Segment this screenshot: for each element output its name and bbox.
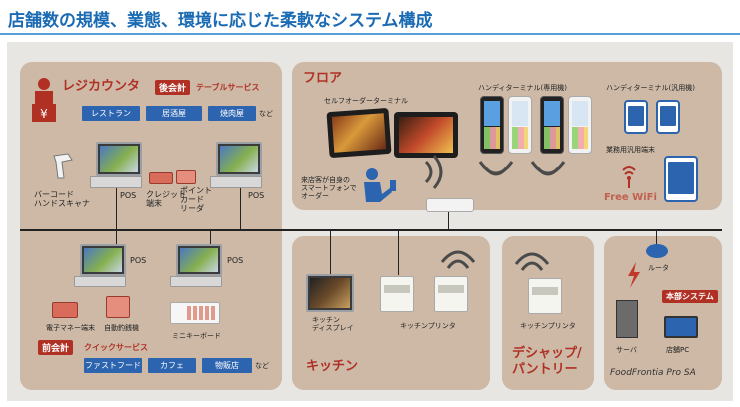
table-service-tag: 後会計 xyxy=(155,80,191,95)
server-label: サーバ xyxy=(616,346,637,354)
handy-dedicated-4 xyxy=(568,96,592,154)
kitchen-printer-2 xyxy=(434,276,468,312)
free-wifi-label: Free WiFi xyxy=(604,192,657,203)
pantry-printer-label: キッチンプリンタ xyxy=(520,322,576,330)
pos-terminal-3-base xyxy=(74,276,126,287)
barcode-scanner-icon xyxy=(50,152,76,182)
emoney-terminal-label: 電子マネー端末 xyxy=(46,324,95,332)
pos-terminal-1 xyxy=(96,142,142,176)
svg-text:¥: ¥ xyxy=(40,107,48,121)
customer-order-label: 来店客が自身の スマートフォンで オーダー xyxy=(301,176,357,201)
kitchen-printer-1 xyxy=(380,276,414,312)
kitchen-display-device xyxy=(306,274,354,312)
handy-general-phone-1 xyxy=(624,100,648,134)
credit-terminal-label: クレジット 端末 xyxy=(146,190,186,209)
table-service-label: テーブルサービス xyxy=(196,83,260,92)
kitchen-printer-label: キッチンプリンタ xyxy=(400,322,456,330)
title-divider xyxy=(0,33,740,35)
quick-type-fastfood: ファストフード xyxy=(84,358,142,373)
pantry-wireless-icon xyxy=(514,246,550,274)
handy-dedicated-2 xyxy=(508,96,532,154)
pos-terminal-2-base xyxy=(210,176,262,188)
business-tablet-device xyxy=(664,156,698,202)
mini-keyboard-label: ミニキーボード xyxy=(172,332,221,340)
quick-types-suffix: など xyxy=(255,362,269,370)
handy-dedicated-label: ハンディターミナル(専用機) xyxy=(478,84,567,92)
page-title: 店舗数の規模、業態、環境に応じた柔軟なシステム構成 xyxy=(8,11,433,31)
pos-1-label: POS xyxy=(120,191,137,200)
pos-terminal-4-base xyxy=(170,276,222,287)
kitchen-label: キッチン xyxy=(306,359,359,374)
table-type-restaurant: レストラン xyxy=(82,106,140,121)
pos-2-drop-line xyxy=(240,188,241,229)
customer-icon xyxy=(360,166,400,206)
hq-system-tag: 本部システム xyxy=(662,290,718,303)
table-type-izakaya: 居酒屋 xyxy=(146,106,202,121)
handy-general-label: ハンディターミナル(汎用機) xyxy=(606,84,695,92)
router-drop-line xyxy=(656,231,657,245)
pos-4-label: POS xyxy=(227,256,244,265)
brand-logo: FoodFrontia Pro SA xyxy=(610,368,696,378)
store-pc-label: 店舗PC xyxy=(666,346,690,354)
pos-3-drop-line xyxy=(116,231,117,245)
store-pc-device xyxy=(664,316,698,338)
floor-label: フロア xyxy=(303,71,343,86)
self-order-terminal-label: セルフオーダーターミナル xyxy=(324,97,408,105)
wireless-signal-icons xyxy=(398,150,598,190)
server-device xyxy=(616,300,638,338)
handy-general-phone-2 xyxy=(656,100,680,134)
table-types-suffix: など xyxy=(259,110,273,118)
kitchen-drop-line-1 xyxy=(330,231,331,275)
pos-terminal-2 xyxy=(216,142,262,176)
point-card-reader-device xyxy=(176,170,196,184)
kitchen-wireless-icon xyxy=(440,244,476,272)
router-label: ルータ xyxy=(648,264,669,272)
self-order-tablet-2 xyxy=(394,112,458,158)
emoney-terminal-device xyxy=(52,302,78,318)
pos-4-drop-line xyxy=(210,231,211,245)
pos-3-label: POS xyxy=(130,256,147,265)
quick-type-cafe: カフェ xyxy=(148,358,196,373)
regi-counter-label: レジカウンタ xyxy=(62,79,141,94)
handy-dedicated-1 xyxy=(480,96,504,154)
quick-service-tag: 前会計 xyxy=(38,340,74,355)
pos-1-drop-line xyxy=(116,188,117,229)
pos-2-label: POS xyxy=(248,191,265,200)
quick-service-label: クイックサービス xyxy=(84,343,148,352)
pos-terminal-1-base xyxy=(90,176,142,188)
table-type-yakiniku: 焼肉屋 xyxy=(208,106,256,121)
pos-terminal-3 xyxy=(80,244,126,276)
ap-drop-line xyxy=(448,212,449,229)
handy-dedicated-3 xyxy=(540,96,564,154)
wireless-access-point xyxy=(426,198,474,212)
wifi-icon xyxy=(620,166,638,188)
credit-terminal-device xyxy=(149,172,173,184)
lightning-icon xyxy=(626,262,642,288)
auto-change-machine-device xyxy=(106,296,130,318)
kitchen-drop-line-2 xyxy=(398,231,399,275)
kitchen-display-label: キッチン ディスプレイ xyxy=(312,316,354,333)
barcode-scanner-label: バーコード ハンドスキャナ xyxy=(34,190,90,209)
pantry-label: デシャップ/ パントリー xyxy=(512,346,582,377)
auto-change-machine-label: 自動釣銭機 xyxy=(104,324,139,332)
network-backbone-line xyxy=(20,229,722,231)
quick-type-retail: 物販店 xyxy=(202,358,252,373)
cashier-icon: ¥ xyxy=(32,76,56,122)
self-order-tablet-1 xyxy=(326,107,392,159)
point-card-reader-label: ポイント カード リーダ xyxy=(180,186,212,214)
pos-terminal-4 xyxy=(176,244,222,276)
pantry-printer xyxy=(528,278,562,314)
mini-keyboard-device xyxy=(170,302,220,324)
router-icon xyxy=(646,244,668,258)
business-tablet-label: 業務用汎用端末 xyxy=(606,146,655,154)
